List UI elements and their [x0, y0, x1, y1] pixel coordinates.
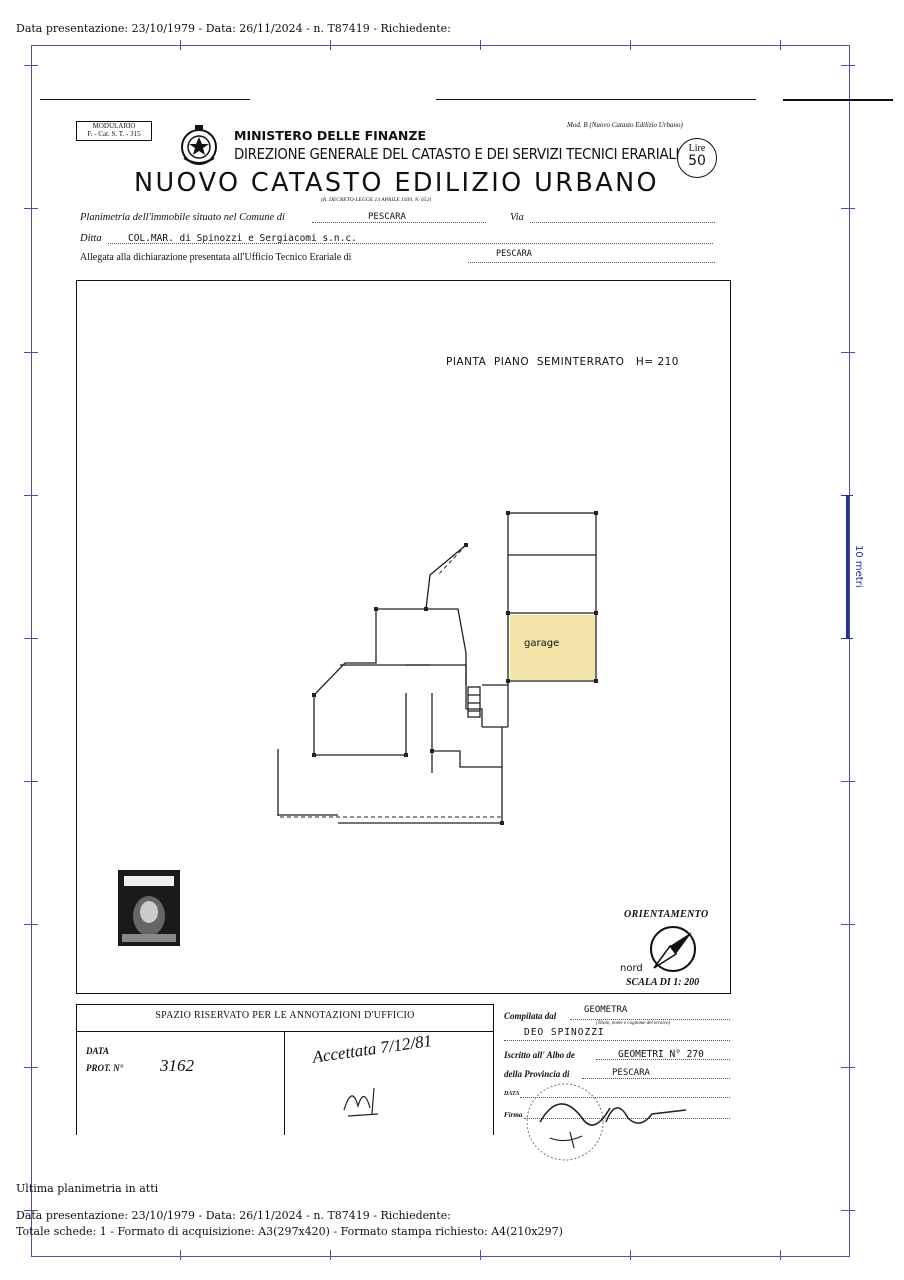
ufficio-value: PESCARA	[496, 249, 532, 259]
north-label: nord	[620, 963, 643, 974]
footer-line2: Totale schede: 1 - Formato di acquisizio…	[16, 1225, 563, 1238]
provincia-value: PESCARA	[612, 1068, 650, 1078]
prot-value: 3162	[160, 1056, 194, 1075]
scale-bar-label: 10 metri	[853, 545, 864, 588]
annotations-prot-label: PROT. N°	[86, 1063, 124, 1073]
plan-box	[76, 280, 731, 994]
handwritten-initials	[343, 1087, 379, 1117]
orientation-label: ORIENTAMENTO	[624, 909, 709, 920]
signature-icon	[526, 1083, 687, 1161]
ministry-title: MINISTERO DELLE FINANZE	[234, 128, 426, 143]
annotations-box	[76, 1004, 494, 1135]
footer-last-plan: Ultima planimetria in atti	[16, 1182, 159, 1195]
comune-value: PESCARA	[368, 212, 406, 222]
iscritto-value: GEOMETRI N° 270	[618, 1049, 704, 1060]
ditta-value: COL.MAR. di Spinozzi e Sergiacomi s.n.c.	[128, 233, 357, 244]
page-frame	[31, 45, 850, 1257]
scale-bar	[846, 495, 849, 638]
modulario-box: MODULARIO F. - Cat. S. T. - 315	[76, 121, 152, 141]
firma-label: Firma	[504, 1111, 523, 1119]
compiler-name: DEO SPINOZZI	[524, 1027, 605, 1038]
floor-plan	[277, 511, 598, 825]
footer-line1: Data presentazione: 23/10/1979 - Data: 2…	[16, 1209, 451, 1222]
directorate-title: DIREZIONE GENERALE DEL CATASTO E DEI SER…	[234, 145, 680, 163]
north-arrow-icon	[650, 926, 696, 972]
top-header: Data presentazione: 23/10/1979 - Data: 2…	[16, 22, 451, 35]
plan-title: PIANTA PIANO SEMINTERRATO H= 210	[446, 356, 679, 368]
planimetria-label: Planimetria dell'immobile situato nel Co…	[80, 212, 285, 223]
emblem-icon	[181, 125, 217, 165]
tax-stamp-icon	[118, 870, 180, 946]
price-badge: Lire 50	[677, 138, 717, 178]
annotations-header: SPAZIO RISERVATO PER LE ANNOTAZIONI D'UF…	[155, 1010, 415, 1021]
iscritto-label: Iscritto all' Albo de	[504, 1050, 575, 1060]
model-label: Mod. B (Nuovo Catasto Edilizio Urbano)	[567, 121, 683, 129]
scale-label: SCALA DI 1: 200	[626, 977, 700, 988]
allegata-label: Allegata alla dichiarazione presentata a…	[80, 252, 352, 263]
provincia-label: della Provincia di	[504, 1069, 570, 1079]
compilata-hint: (Titolo, nome e cognome del tecnico)	[596, 1021, 671, 1026]
compiler-data-label: DATA	[504, 1091, 520, 1097]
compilata-label: Compilata dal	[504, 1011, 557, 1021]
annotations-data-label: DATA	[86, 1046, 110, 1056]
decree-label: (R. DECRETO-LEGGE 13 APRILE 1939, N. 652…	[321, 197, 432, 203]
main-title: NUOVO CATASTO EDILIZIO URBANO	[134, 168, 660, 198]
ditta-label: Ditta	[80, 233, 102, 244]
compilata-value: GEOMETRA	[584, 1005, 628, 1015]
via-label: Via	[510, 212, 524, 223]
room-label-garage: garage	[524, 638, 560, 649]
